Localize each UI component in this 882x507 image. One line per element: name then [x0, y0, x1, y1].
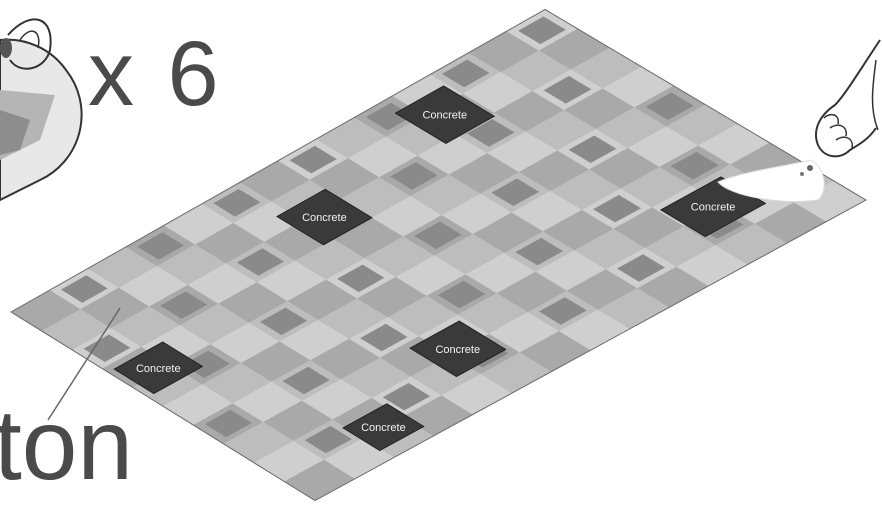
concrete-tile-label: Concrete: [361, 422, 406, 434]
concrete-tile-label: Concrete: [691, 202, 736, 214]
detail-zoom-circle-icon: [0, 19, 82, 200]
concrete-tile-label: Concrete: [422, 110, 467, 122]
hand-pointing-icon: [816, 40, 880, 156]
concrete-tile-label: Concrete: [136, 363, 181, 375]
concrete-tile-label: Concrete: [435, 344, 480, 356]
quantity-multiplier: x 6: [88, 28, 223, 120]
callout-partial-word: ton: [0, 395, 133, 495]
concrete-tile-label: Concrete: [302, 212, 347, 224]
